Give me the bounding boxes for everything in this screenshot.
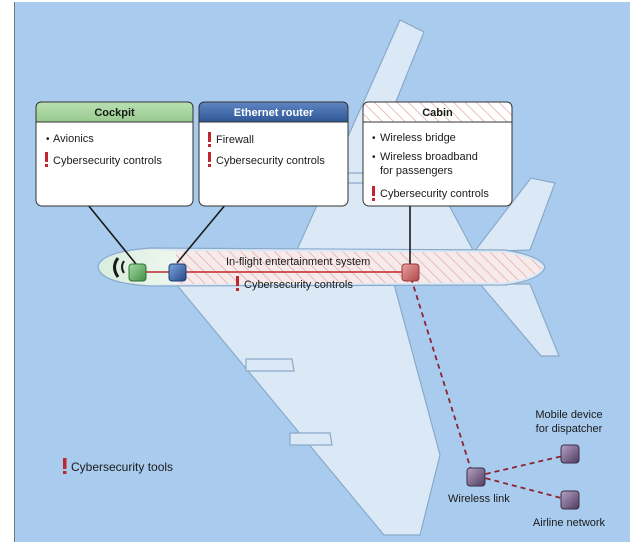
cockpit-alert-icon-dot — [45, 164, 48, 167]
cabin-item-broadband-line2: for passengers — [380, 165, 453, 177]
wireless-link-label: Wireless link — [448, 493, 510, 505]
cockpit-title: Cockpit — [94, 107, 135, 119]
ife-controls-label: Cybersecurity controls — [244, 279, 353, 291]
mobile-device-node — [560, 444, 580, 464]
cabin-alert-icon-dot — [372, 198, 375, 201]
cockpit-connector — [87, 204, 137, 265]
legend-alert-icon-dot — [63, 471, 67, 474]
cabin-item-wireless-bridge: Wireless bridge — [380, 132, 456, 144]
legend-label: Cybersecurity tools — [71, 460, 173, 474]
cabin-bullet-2: • — [372, 152, 376, 163]
cockpit-alert-icon — [45, 152, 48, 162]
wireless-link-node — [466, 467, 486, 487]
wireless-link-to-airline — [476, 475, 570, 501]
cockpit-item-cybersecurity: Cybersecurity controls — [53, 155, 162, 167]
router-alert-icon-2 — [208, 152, 211, 162]
mobile-device-label-line2: for dispatcher — [536, 423, 603, 435]
cabin-item-broadband-line1: Wireless broadband — [380, 151, 478, 163]
cockpit-window — [113, 257, 120, 278]
router-connector — [176, 203, 227, 264]
legend-alert-icon — [63, 458, 67, 469]
cabin-zone — [176, 251, 542, 284]
cockpit-bullet: • — [46, 134, 50, 145]
router-node — [168, 263, 187, 282]
cabin-callout: Cabin • Wireless bridge • Wireless broad… — [362, 101, 513, 207]
cabin-header — [362, 101, 513, 123]
cockpit-callout: Cockpit • Avionics Cybersecurity control… — [35, 101, 194, 207]
router-title: Ethernet router — [234, 107, 314, 119]
cockpit-item-avionics: Avionics — [53, 133, 94, 145]
cabin-item-cybersecurity: Cybersecurity controls — [380, 188, 489, 200]
lower-engine-inner — [245, 358, 295, 372]
cockpit-window-inner — [121, 260, 125, 274]
cabin-bullet-1: • — [372, 133, 376, 144]
router-alert-icon-1 — [208, 132, 211, 142]
cockpit-header — [35, 101, 194, 123]
ife-label: In-flight entertainment system — [226, 256, 370, 268]
ife-alert-icon-dot — [236, 288, 239, 291]
lower-engine-outer — [289, 432, 333, 446]
airline-network-node — [560, 490, 580, 510]
router-callout: Ethernet router Firewall Cybersecurity c… — [198, 101, 349, 207]
cabin-title: Cabin — [422, 107, 453, 119]
cockpit-node — [128, 263, 147, 282]
router-header — [198, 101, 349, 123]
mobile-device-label-line1: Mobile device — [535, 409, 602, 421]
airline-network-label: Airline network — [533, 517, 606, 529]
wireless-link-to-aircraft — [410, 277, 474, 477]
legend: Cybersecurity tools — [63, 458, 173, 474]
router-item-firewall: Firewall — [216, 134, 254, 146]
wireless-link-to-mobile — [476, 454, 568, 477]
router-item-cybersecurity: Cybersecurity controls — [216, 155, 325, 167]
router-alert-icon-1-dot — [208, 144, 211, 147]
cabin-alert-icon — [372, 186, 375, 196]
cabin-node — [401, 263, 420, 282]
router-alert-icon-2-dot — [208, 164, 211, 167]
ife-alert-icon — [236, 276, 239, 286]
